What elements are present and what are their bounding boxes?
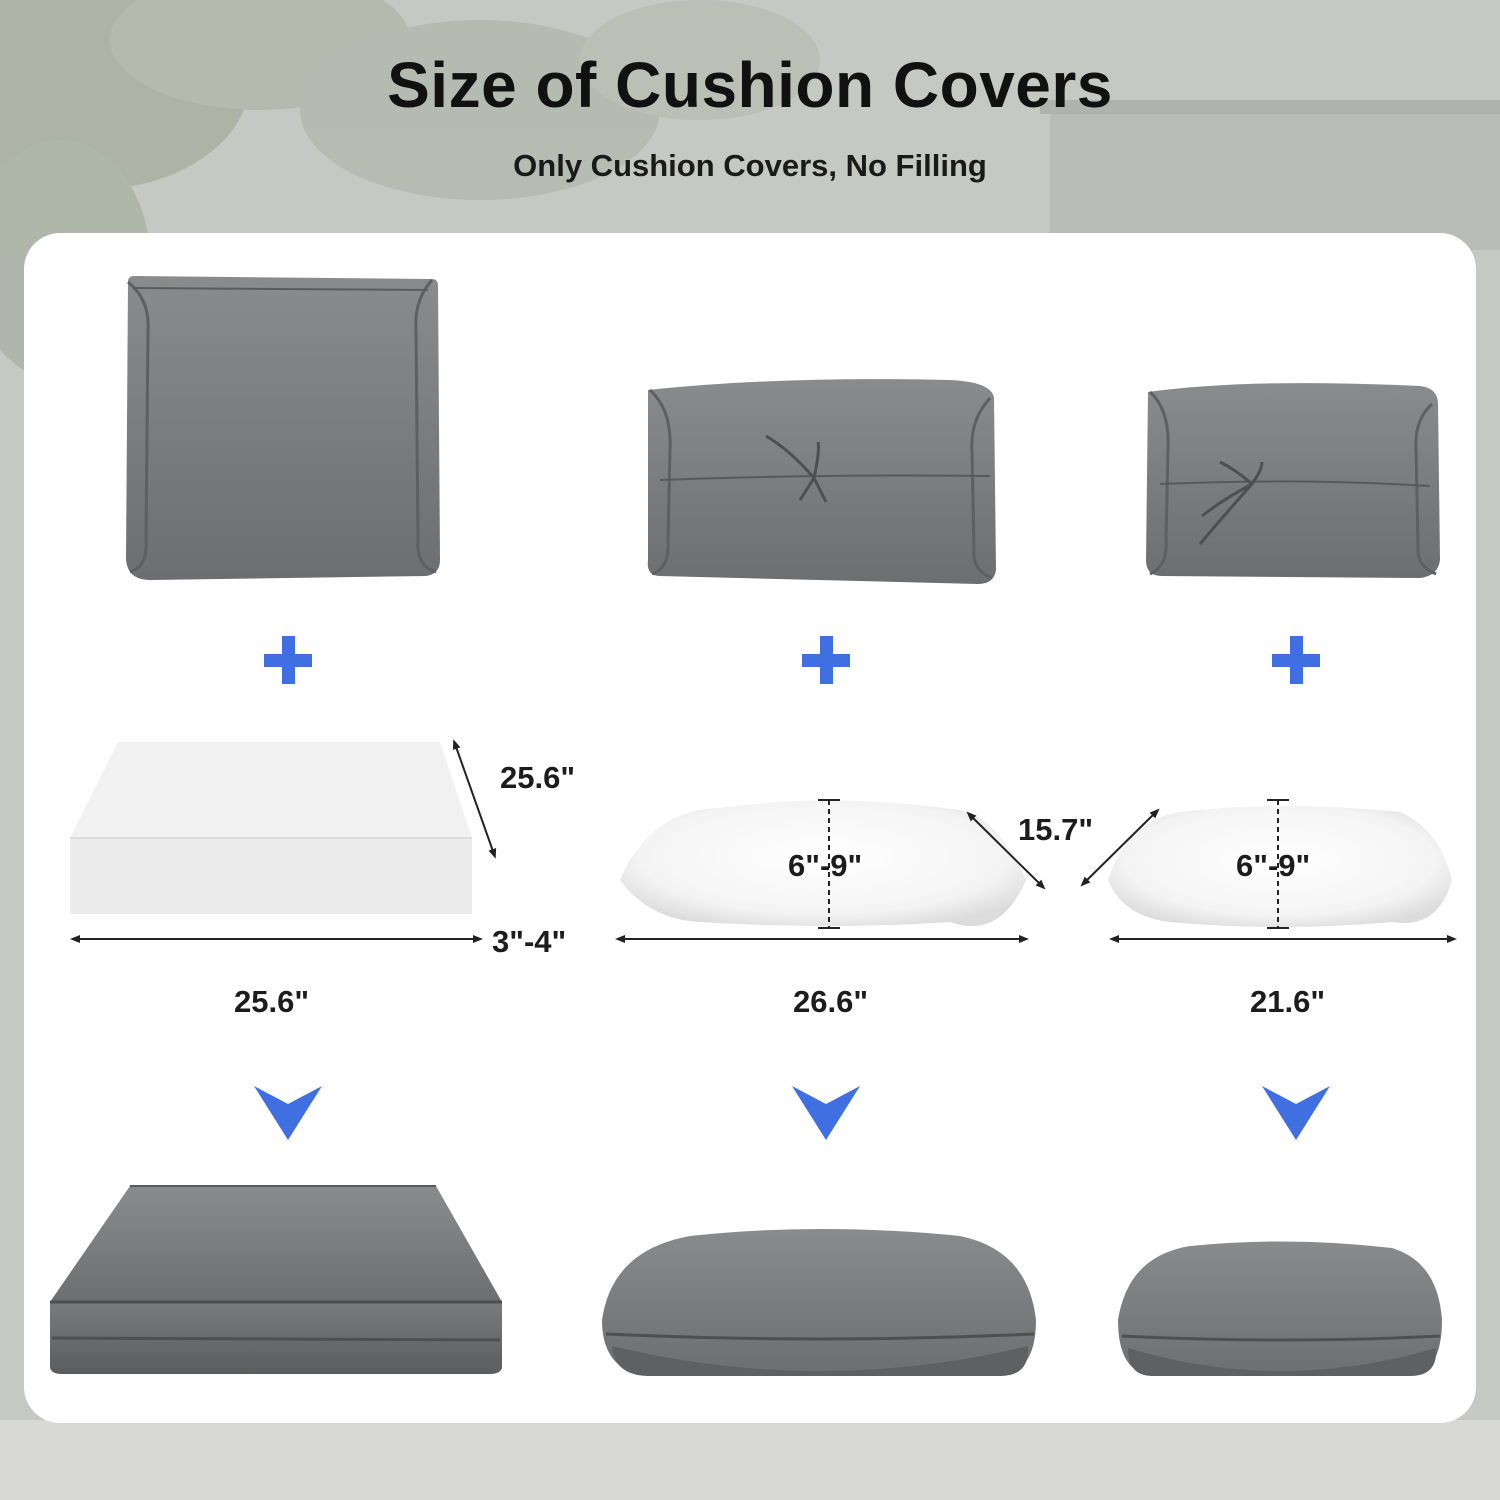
pillow-insert-large-image bbox=[620, 800, 1026, 927]
back-cover-large-image bbox=[647, 379, 996, 584]
foam-insert-image bbox=[70, 742, 472, 914]
seat-width-label: 25.6" bbox=[234, 984, 310, 1019]
plus-icon bbox=[802, 636, 850, 684]
plus-icon bbox=[1272, 636, 1320, 684]
page-title: Size of Cushion Covers bbox=[387, 49, 1113, 121]
arrow-down-icon bbox=[254, 1086, 322, 1140]
small-pillow-width-label: 21.6" bbox=[1250, 984, 1326, 1019]
large-pillow-width-label: 26.6" bbox=[793, 984, 869, 1019]
pillow-insert-small-image bbox=[1108, 806, 1452, 927]
seat-depth-label: 25.6" bbox=[500, 760, 576, 795]
large-pillow-height-label: 6"-9" bbox=[788, 848, 863, 883]
small-pillow-height-label: 6"-9" bbox=[1236, 848, 1311, 883]
pillow-depth-label: 15.7" bbox=[1018, 812, 1094, 847]
plus-icon bbox=[264, 636, 312, 684]
wall-illustration bbox=[1040, 100, 1500, 250]
seat-cushion-result-image bbox=[50, 1185, 502, 1374]
back-cushion-large-result-image bbox=[602, 1229, 1036, 1376]
arrow-down-icon bbox=[792, 1086, 860, 1140]
dimension-lines bbox=[70, 739, 1457, 943]
back-cushion-small-result-image bbox=[1118, 1241, 1442, 1376]
seat-thickness-label: 3"-4" bbox=[492, 924, 567, 959]
square-cushion-cover-image bbox=[126, 276, 440, 580]
page-subtitle: Only Cushion Covers, No Filling bbox=[513, 148, 987, 183]
back-cover-small-image bbox=[1146, 383, 1440, 578]
arrow-down-icon bbox=[1262, 1086, 1330, 1140]
